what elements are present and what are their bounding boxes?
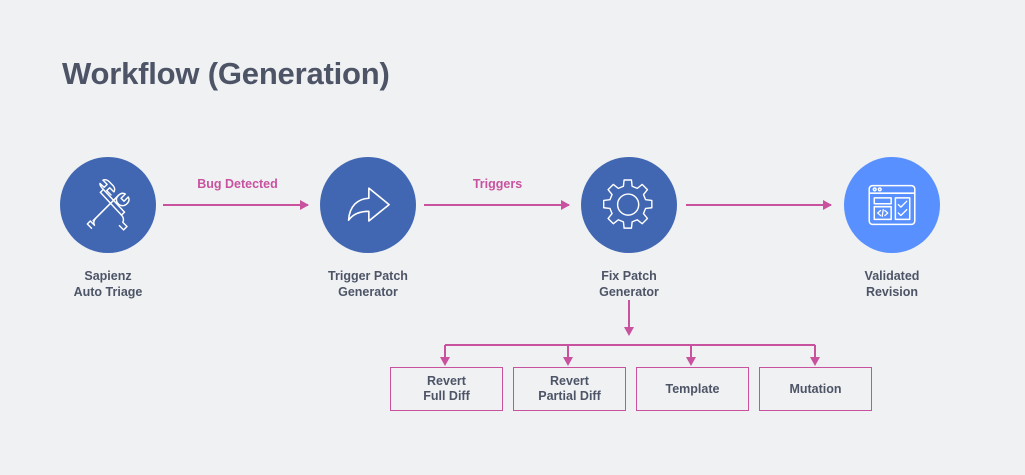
strategy-box-mutation[interactable]: Mutation: [759, 367, 872, 411]
forward-arrow-icon: [347, 187, 390, 222]
node-circle-trigger-patch-generator[interactable]: [320, 157, 416, 253]
branch-arrow-template: [686, 345, 696, 366]
tools-wrench-hammer-icon: [86, 179, 130, 231]
strategy-label-line1: Revert: [550, 374, 589, 388]
branch-stem-arrow: [624, 300, 634, 336]
node-label-line2: Auto Triage: [73, 285, 143, 299]
branch-bus-line: [445, 344, 815, 346]
node-circle-validated-revision[interactable]: [844, 157, 940, 253]
strategy-label-revert-partial-diff: Revert Partial Diff: [538, 374, 601, 404]
node-label-line2: Generator: [338, 285, 398, 299]
node-trigger-patch-generator[interactable]: Trigger Patch Generator: [316, 157, 420, 300]
node-circle-fix-patch-generator[interactable]: [581, 157, 677, 253]
strategy-label-revert-full-diff: Revert Full Diff: [423, 374, 470, 404]
node-fix-patch-generator[interactable]: Fix Patch Generator: [577, 157, 681, 300]
connector-label-triggers: Triggers: [472, 177, 523, 191]
branch-arrow-revert-full-diff: [440, 345, 450, 366]
node-label-line2: Revision: [865, 285, 919, 299]
node-label-validated-revision: Validated Revision: [840, 268, 944, 300]
node-validated-revision[interactable]: Validated Revision: [840, 157, 944, 300]
strategy-label-line1: Template: [665, 381, 720, 396]
page-title: Workflow (Generation): [62, 56, 390, 91]
node-sapienz-auto-triage[interactable]: Sapienz Auto Triage: [56, 157, 160, 300]
branch-arrow-revert-partial-diff: [563, 345, 573, 366]
node-label-line1: Sapienz: [84, 269, 132, 283]
connector-arrow-sapienz-to-trigger: [163, 200, 309, 210]
strategy-box-revert-partial-diff[interactable]: Revert Partial Diff: [513, 367, 626, 411]
branch-arrow-mutation: [810, 345, 820, 366]
strategy-label-line1: Revert: [427, 374, 466, 388]
code-window-checklist-icon: [868, 184, 916, 226]
node-label-line2: Generator: [599, 285, 659, 299]
node-label-fix-patch-generator: Fix Patch Generator: [577, 268, 681, 300]
strategy-label-mutation: Mutation: [789, 382, 841, 397]
node-label-line1: Trigger Patch: [328, 269, 408, 283]
strategy-label-line2: Full Diff: [423, 389, 470, 403]
strategy-label-template: Template: [666, 382, 720, 397]
node-label-line1: Validated: [864, 269, 920, 283]
node-label-line1: Fix Patch: [601, 269, 657, 283]
gear-icon: [603, 179, 653, 229]
connector-arrow-trigger-to-fix: [424, 200, 570, 210]
strategy-box-revert-full-diff[interactable]: Revert Full Diff: [390, 367, 503, 411]
strategy-label-line2: Partial Diff: [538, 389, 601, 403]
connector-arrow-fix-to-validated: [686, 200, 832, 210]
strategy-label-line1: Mutation: [789, 381, 842, 396]
strategy-box-template[interactable]: Template: [636, 367, 749, 411]
node-circle-sapienz-auto-triage[interactable]: [60, 157, 156, 253]
node-label-trigger-patch-generator: Trigger Patch Generator: [316, 268, 420, 300]
node-label-sapienz-auto-triage: Sapienz Auto Triage: [56, 268, 160, 300]
connector-label-bug-detected: Bug Detected: [197, 177, 278, 191]
